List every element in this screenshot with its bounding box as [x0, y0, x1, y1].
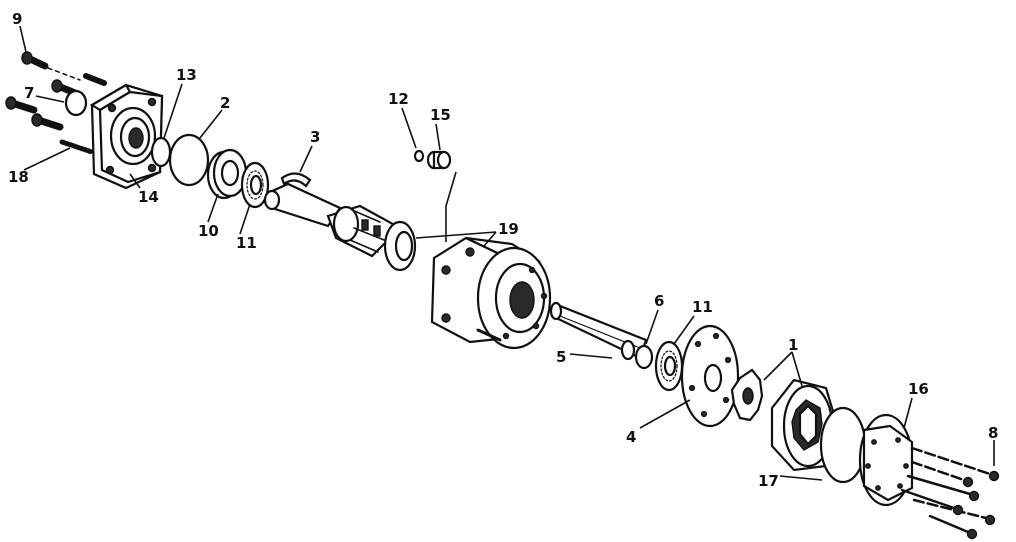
ball-12 [413, 149, 425, 163]
end-cover-16 [858, 413, 914, 507]
plug-15 [426, 150, 452, 170]
callout-6: 6 [654, 292, 664, 310]
callout-5: 5 [556, 348, 566, 366]
splined-shaft-5 [549, 301, 648, 361]
seal-ring-17 [819, 406, 867, 484]
callout-7: 7 [24, 84, 34, 102]
drive-shaft [263, 182, 417, 272]
bushing-10 [206, 148, 248, 200]
bolt-middle-left [5, 96, 38, 114]
callout-12: 12 [388, 90, 409, 108]
o-ring-2 [168, 133, 210, 187]
wear-plate-4 [680, 324, 740, 428]
leader-lines [19, 25, 995, 481]
callout-14: 14 [138, 188, 159, 206]
callout-labels: 9 7 18 13 2 14 10 11 3 12 15 19 6 11 5 4… [8, 10, 998, 490]
callout-3: 3 [310, 128, 320, 146]
callout-17: 17 [758, 472, 779, 490]
bolt-lower-left [31, 113, 64, 131]
housing-19 [430, 236, 552, 350]
key-3 [280, 172, 312, 188]
callout-4: 4 [626, 428, 636, 446]
callout-1: 1 [788, 336, 798, 354]
callout-19: 19 [498, 220, 519, 238]
spacer-6 [634, 344, 654, 370]
seal-13 [150, 136, 172, 168]
thrust-bearing-11-right [654, 340, 684, 392]
callout-10: 10 [198, 222, 219, 240]
callout-13: 13 [176, 66, 197, 84]
callout-16: 16 [908, 380, 929, 398]
callout-9: 9 [12, 10, 22, 28]
callout-11-left: 11 [236, 234, 257, 252]
pin-18 [59, 139, 95, 155]
end-cap-14 [89, 83, 164, 190]
callout-8: 8 [988, 424, 998, 442]
star-rotor-1 [730, 368, 764, 422]
bolts-8 [900, 446, 1000, 540]
callout-18: 18 [8, 168, 29, 186]
callout-2: 2 [220, 94, 230, 112]
check-ball-7 [64, 89, 88, 117]
bolt-9 [21, 51, 81, 81]
thrust-bearing-11-left [240, 161, 270, 209]
callout-11-right: 11 [692, 298, 713, 316]
callout-15: 15 [430, 106, 451, 124]
